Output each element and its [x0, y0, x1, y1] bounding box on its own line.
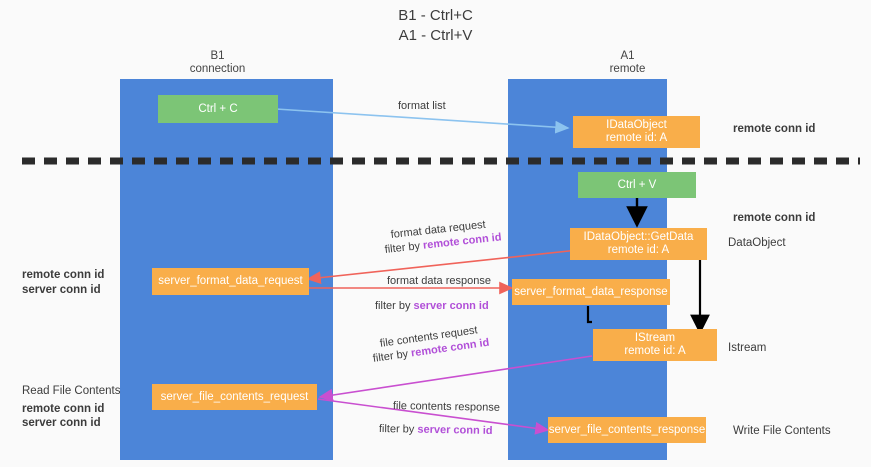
node-istream[interactable]: IStream remote id: A [593, 329, 717, 361]
node-ctrl-v[interactable]: Ctrl + V [578, 172, 696, 198]
edge-label-format-data-response: format data response [387, 275, 491, 287]
arrow-format-list [275, 108, 570, 134]
arrow-file-contents-response [317, 398, 550, 435]
left-label-remote-conn-id-2: remote conn id [22, 403, 105, 415]
right-label-remote-conn-id-top: remote conn id [733, 123, 816, 135]
column-header-a1: A1 remote [609, 50, 646, 75]
node-server-file-contents-response[interactable]: server_file_contents_response [548, 417, 706, 443]
left-label-server-conn-id-2: server conn id [22, 417, 101, 429]
arrow-file-contents-request [318, 355, 593, 402]
node-server-file-contents-request[interactable]: server_file_contents_request [152, 384, 317, 410]
filter-by-text: filter by [375, 300, 414, 312]
edge-label-format-list: format list [398, 100, 446, 112]
node-server-format-data-response[interactable]: server_format_data_response [512, 279, 670, 305]
node-idataobject-getdata[interactable]: IDataObject::GetData remote id: A [570, 228, 707, 260]
arrow-format-data-request [306, 249, 579, 284]
node-ctrl-c[interactable]: Ctrl + C [158, 95, 278, 123]
edge-label-file-contents-response: file contents response [392, 399, 500, 414]
right-label-remote-conn-id-mid: remote conn id [733, 212, 816, 224]
diagram-title: B1 - Ctrl+C A1 - Ctrl+V [398, 7, 473, 44]
filter-by-text: filter by [378, 422, 418, 436]
node-idataobject[interactable]: IDataObject remote id: A [573, 116, 700, 148]
edge-label-filter-server-conn-id-file: filter by server conn id [379, 422, 493, 438]
node-server-format-data-request[interactable]: server_format_data_request [152, 268, 309, 295]
left-label-read-file-contents: Read File Contents [22, 385, 121, 397]
right-label-write-file-contents: Write File Contents [733, 425, 831, 437]
column-header-b1: B1 connection [189, 50, 246, 75]
server-conn-id-text: server conn id [413, 300, 489, 312]
server-conn-id-text: server conn id [417, 423, 493, 437]
left-label-remote-conn-id: remote conn id [22, 269, 105, 281]
right-label-istream: Istream [728, 342, 767, 354]
left-label-server-conn-id: server conn id [22, 284, 101, 296]
arrow-response-to-istream [586, 306, 592, 324]
right-label-dataobject: DataObject [728, 237, 786, 249]
edge-label-filter-server-conn-id-format: filter by server conn id [375, 299, 489, 313]
